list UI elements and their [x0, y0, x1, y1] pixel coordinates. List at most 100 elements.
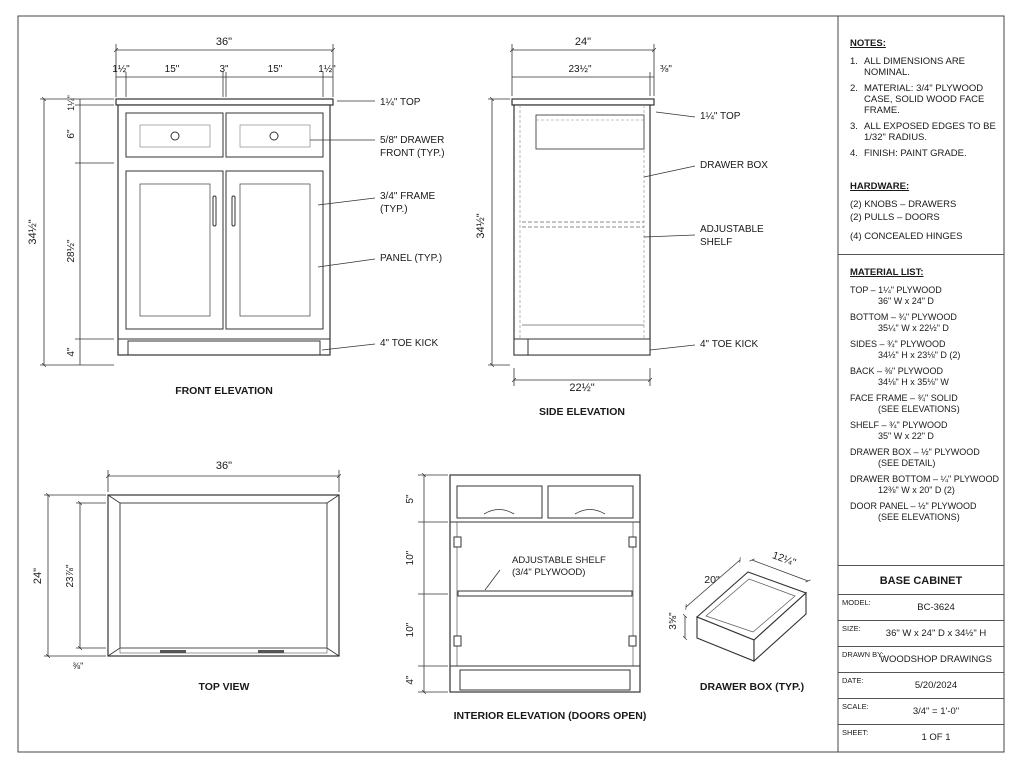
drawer-box-side-face	[753, 591, 807, 663]
drawer-box-detail: 12¼" 20" 3⅝" DRAWER BOX (TYP.)	[668, 549, 808, 693]
interior-drawer-right	[547, 485, 634, 519]
material-name: DRAWER BOX – ½" PLYWOOD	[850, 447, 980, 457]
hardware-list: (2) KNOBS – DRAWERS (2) PULLS – DOORS (4) …	[850, 199, 1000, 242]
front-elevation-title: FRONT ELEVATION	[175, 385, 273, 397]
front-dim-height-3: 28½"	[66, 239, 77, 262]
hardware-item: (2) KNOBS – DRAWERS	[850, 199, 957, 210]
top-view-dim-width: 36"	[216, 460, 232, 472]
material-size: 36" W x 24" D	[878, 296, 934, 306]
side-toekick-recess	[513, 338, 529, 356]
front-drawer-right	[225, 112, 324, 158]
material-name: BOTTOM – ¾" PLYWOOD	[850, 312, 957, 322]
notes-heading: NOTES:	[850, 38, 886, 49]
side-callout-drawer-box: DRAWER BOX	[700, 160, 768, 171]
hinge-icon	[628, 536, 637, 548]
interior-shelf-label-2: (3/4" PLYWOOD)	[512, 567, 585, 578]
material-name: TOP – 1¼" PLYWOOD	[850, 285, 942, 295]
front-toekick	[127, 340, 321, 356]
side-dim-depth-1: 23½"	[568, 64, 591, 75]
material-name: BACK – ⅜" PLYWOOD	[850, 366, 944, 376]
material-size: (SEE ELEVATIONS)	[878, 404, 960, 414]
note-text: ALL EXPOSED EDGES TO BE 1/32" RADIUS.	[864, 121, 996, 143]
front-dim-overall-height: 34½"	[27, 219, 39, 244]
material-item: DOOR PANEL – ½" PLYWOOD(SEE ELEVATIONS)	[850, 501, 1000, 523]
notes-list: 1.ALL DIMENSIONS ARE NOMINAL.2.MATERIAL:…	[850, 56, 1000, 159]
material-name: DRAWER BOTTOM – ¼" PLYWOOD	[850, 474, 1000, 484]
knob-icon	[170, 131, 180, 141]
top-view: 36" 24" 23⅞" ⅜" TOP VIEW	[32, 460, 339, 693]
sheet-border	[17, 15, 1005, 753]
front-callout-frame-1: 3/4" FRAME	[380, 191, 436, 202]
interior-dim-height-2: 10"	[405, 550, 416, 565]
material-item: DRAWER BOX – ½" PLYWOOD(SEE DETAIL)	[850, 447, 1000, 469]
hardware-item: (4) CONCEALED HINGES	[850, 231, 963, 242]
side-dim-bottom: 22½"	[569, 382, 594, 394]
side-callout-shelf-1: ADJUSTABLE	[700, 224, 764, 235]
interior-shelf	[457, 590, 633, 597]
top-view-drawer-pull	[258, 650, 284, 653]
side-callout-top: 1¼" TOP	[700, 110, 741, 122]
interior-drawer-left	[456, 485, 543, 519]
materials-heading: MATERIAL LIST:	[850, 267, 924, 278]
title-block-rule	[838, 565, 1004, 566]
front-dim-width-3: 3"	[219, 64, 229, 75]
interior-dim-height-1: 5"	[405, 494, 416, 504]
side-toekick-area	[513, 338, 651, 356]
hinge-icon	[453, 635, 462, 647]
side-drawer-box	[535, 114, 645, 150]
title-block-row: SIZE: 36" W x 24" D x 34½" H	[838, 620, 1004, 646]
title-block-label: DATE:	[842, 676, 864, 685]
material-size: 34⅛" H x 35⅛" W	[878, 377, 949, 387]
title-block-label: SIZE:	[842, 624, 861, 633]
title-block-label: SCALE:	[842, 702, 869, 711]
front-dim-overall-width: 36"	[216, 36, 232, 48]
material-item: FACE FRAME – ¾" SOLID(SEE ELEVATIONS)	[850, 393, 1000, 415]
title-block-row: MODEL:BC-3624	[838, 594, 1004, 620]
material-name: FACE FRAME – ¾" SOLID	[850, 393, 958, 403]
side-dim-depth-2: ⅜"	[660, 64, 672, 75]
front-dim-width-4: 15"	[268, 64, 283, 75]
side-callout-toe-kick: 4" TOE KICK	[700, 339, 759, 350]
note-text: FINISH: PAINT GRADE.	[864, 148, 967, 159]
title-block-label: DRAWN BY:	[842, 650, 884, 659]
hinge-icon	[628, 635, 637, 647]
front-callout-panel: PANEL (TYP.)	[380, 253, 442, 264]
hardware-item: (2) PULLS – DOORS	[850, 212, 940, 223]
note-item: 4. FINISH: PAINT GRADE.	[850, 148, 1000, 159]
drawer-box-title: DRAWER BOX (TYP.)	[700, 681, 804, 693]
side-elevation-title: SIDE ELEVATION	[539, 406, 625, 418]
front-dim-width-1: 1½"	[112, 64, 130, 75]
front-dim-height-1: 1¼"	[66, 95, 76, 111]
front-door-left-panel	[139, 183, 211, 317]
hardware-heading: HARDWARE:	[850, 181, 910, 192]
hardware-section: HARDWARE: (2) KNOBS – DRAWERS (2) PULLS –…	[850, 181, 1000, 244]
front-drawer-left-inset	[139, 124, 211, 148]
top-view-dim-depth-outer: 24"	[32, 568, 44, 584]
front-door-right-panel	[239, 183, 311, 317]
material-size: 35¼" W x 22½" D	[878, 323, 949, 333]
title-block-value: 1 OF 1	[921, 732, 951, 743]
title-block-value: 5/20/2024	[914, 680, 958, 691]
top-view-title: TOP VIEW	[199, 681, 250, 693]
interior-elevation: 5" 10" 10" 4" ADJUSTABLE SHELF (3/4" PLY…	[405, 475, 646, 722]
side-countertop	[511, 98, 655, 106]
interior-shelf-label-1: ADJUSTABLE SHELF	[512, 555, 606, 566]
title-block-value: 3/4" = 1'-0"	[912, 706, 960, 717]
interior-dim-height-3: 10"	[405, 622, 416, 637]
note-number: 4.	[850, 148, 858, 159]
note-item: 2.MATERIAL: 3/4" PLYWOOD CASE, SOLID WOO…	[850, 83, 1000, 116]
title-block-title: BASE CABINET	[879, 575, 963, 587]
front-countertop	[115, 98, 334, 106]
title-block-value: 36" W x 24" D x 34½" H	[885, 628, 987, 639]
material-size: (SEE ELEVATIONS)	[878, 512, 960, 522]
title-block-label: SHEET:	[842, 728, 869, 737]
title-block-value: BC-3624	[917, 602, 955, 613]
interior-carcass	[449, 474, 641, 693]
